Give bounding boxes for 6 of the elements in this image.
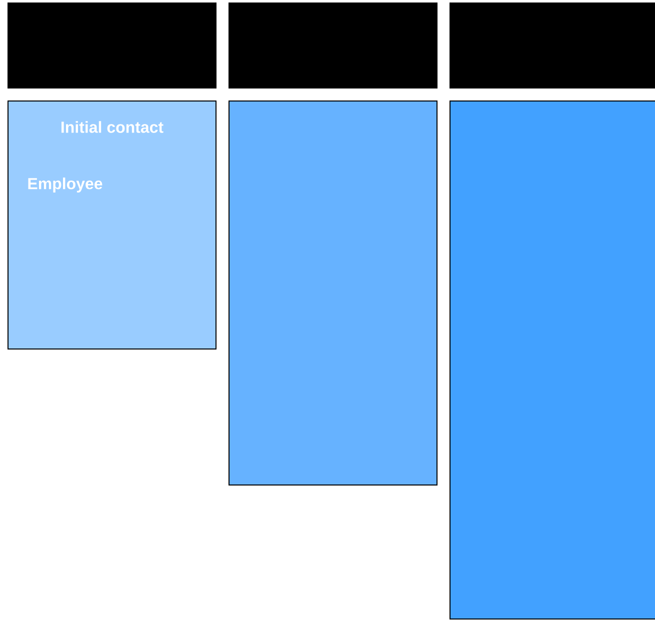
header-bar — [8, 2, 216, 88]
header-bar — [450, 2, 655, 88]
stage-column — [228, 100, 438, 486]
stage-column: Initial contact Employee — [8, 100, 216, 350]
stage-column — [450, 100, 655, 620]
header-bar — [228, 2, 438, 88]
